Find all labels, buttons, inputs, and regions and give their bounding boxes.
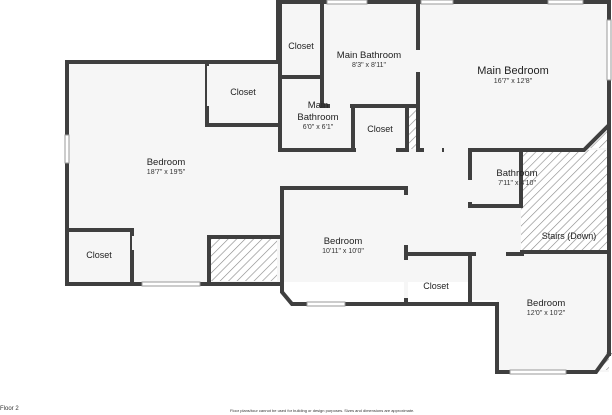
- window: [509, 369, 567, 375]
- door-opening: [468, 180, 472, 202]
- room-name-stairs: Stairs (Down): [542, 231, 597, 241]
- door-opening: [132, 236, 136, 250]
- door-opening: [330, 104, 350, 108]
- room-name-closet-left-upper: Closet: [230, 87, 256, 97]
- room-name-main-bathroom-2-line2: Bathroom: [297, 112, 338, 123]
- door-opening: [476, 252, 506, 256]
- floor-label: Floor 2: [0, 406, 19, 412]
- door-opening: [416, 50, 420, 72]
- room-name-closet-mid: Closet: [367, 124, 393, 134]
- door-opening: [424, 148, 442, 152]
- room-name-closet-top: Closet: [288, 41, 314, 51]
- walls: [65, 0, 612, 374]
- stairs-hatch: [521, 150, 608, 252]
- room-name-main-bathroom-2-line1: Main: [308, 100, 329, 111]
- door-opening: [378, 4, 382, 38]
- door-openings: [132, 4, 506, 298]
- room-name-main-bedroom: Main Bedroom: [477, 65, 549, 77]
- window: [141, 281, 201, 287]
- room-size-bedroom-center: 10'11" x 10'0": [322, 248, 364, 255]
- room-size-main-bedroom: 16'7" x 12'8": [494, 78, 533, 85]
- hatch-chase: [407, 109, 417, 149]
- room-name-main-bathroom: Main Bathroom: [337, 50, 402, 61]
- room-size-bedroom-left: 18'7" x 19'5": [147, 169, 186, 176]
- room-name-bedroom-right: Bedroom: [527, 298, 566, 309]
- door-opening: [404, 195, 408, 245]
- room-name-bedroom-center: Bedroom: [324, 236, 363, 247]
- window: [420, 0, 454, 5]
- door-opening: [207, 66, 211, 106]
- room-size-bathroom-right: 7'11" x 4'10": [498, 180, 536, 187]
- window: [64, 134, 70, 164]
- window: [306, 301, 346, 307]
- disclaimer-text: Floor plans/tour cannot be used for buil…: [230, 408, 415, 413]
- door-opening: [356, 148, 396, 152]
- room-name-closet-bottom: Closet: [423, 281, 449, 291]
- floor-area: [67, 2, 609, 372]
- window: [326, 0, 368, 5]
- window: [547, 0, 584, 5]
- room-size-bedroom-right: 12'0" x 10'2": [527, 310, 566, 317]
- room-name-closet-left-lower: Closet: [86, 250, 112, 260]
- door-opening: [276, 155, 280, 183]
- window: [606, 19, 612, 81]
- room-name-bathroom-right: Bathroom: [496, 168, 537, 179]
- room-name-bedroom-left: Bedroom: [147, 157, 186, 168]
- room-labels: Closet Main Bathroom 8'3" x 8'11" Main B…: [86, 41, 596, 317]
- windows: [64, 0, 612, 375]
- door-opening: [404, 260, 408, 298]
- hatch-under-stairs: [211, 238, 277, 281]
- room-size-main-bathroom: 8'3" x 8'11": [352, 62, 386, 69]
- room-size-main-bathroom-2: 6'0" x 6'1": [303, 124, 334, 131]
